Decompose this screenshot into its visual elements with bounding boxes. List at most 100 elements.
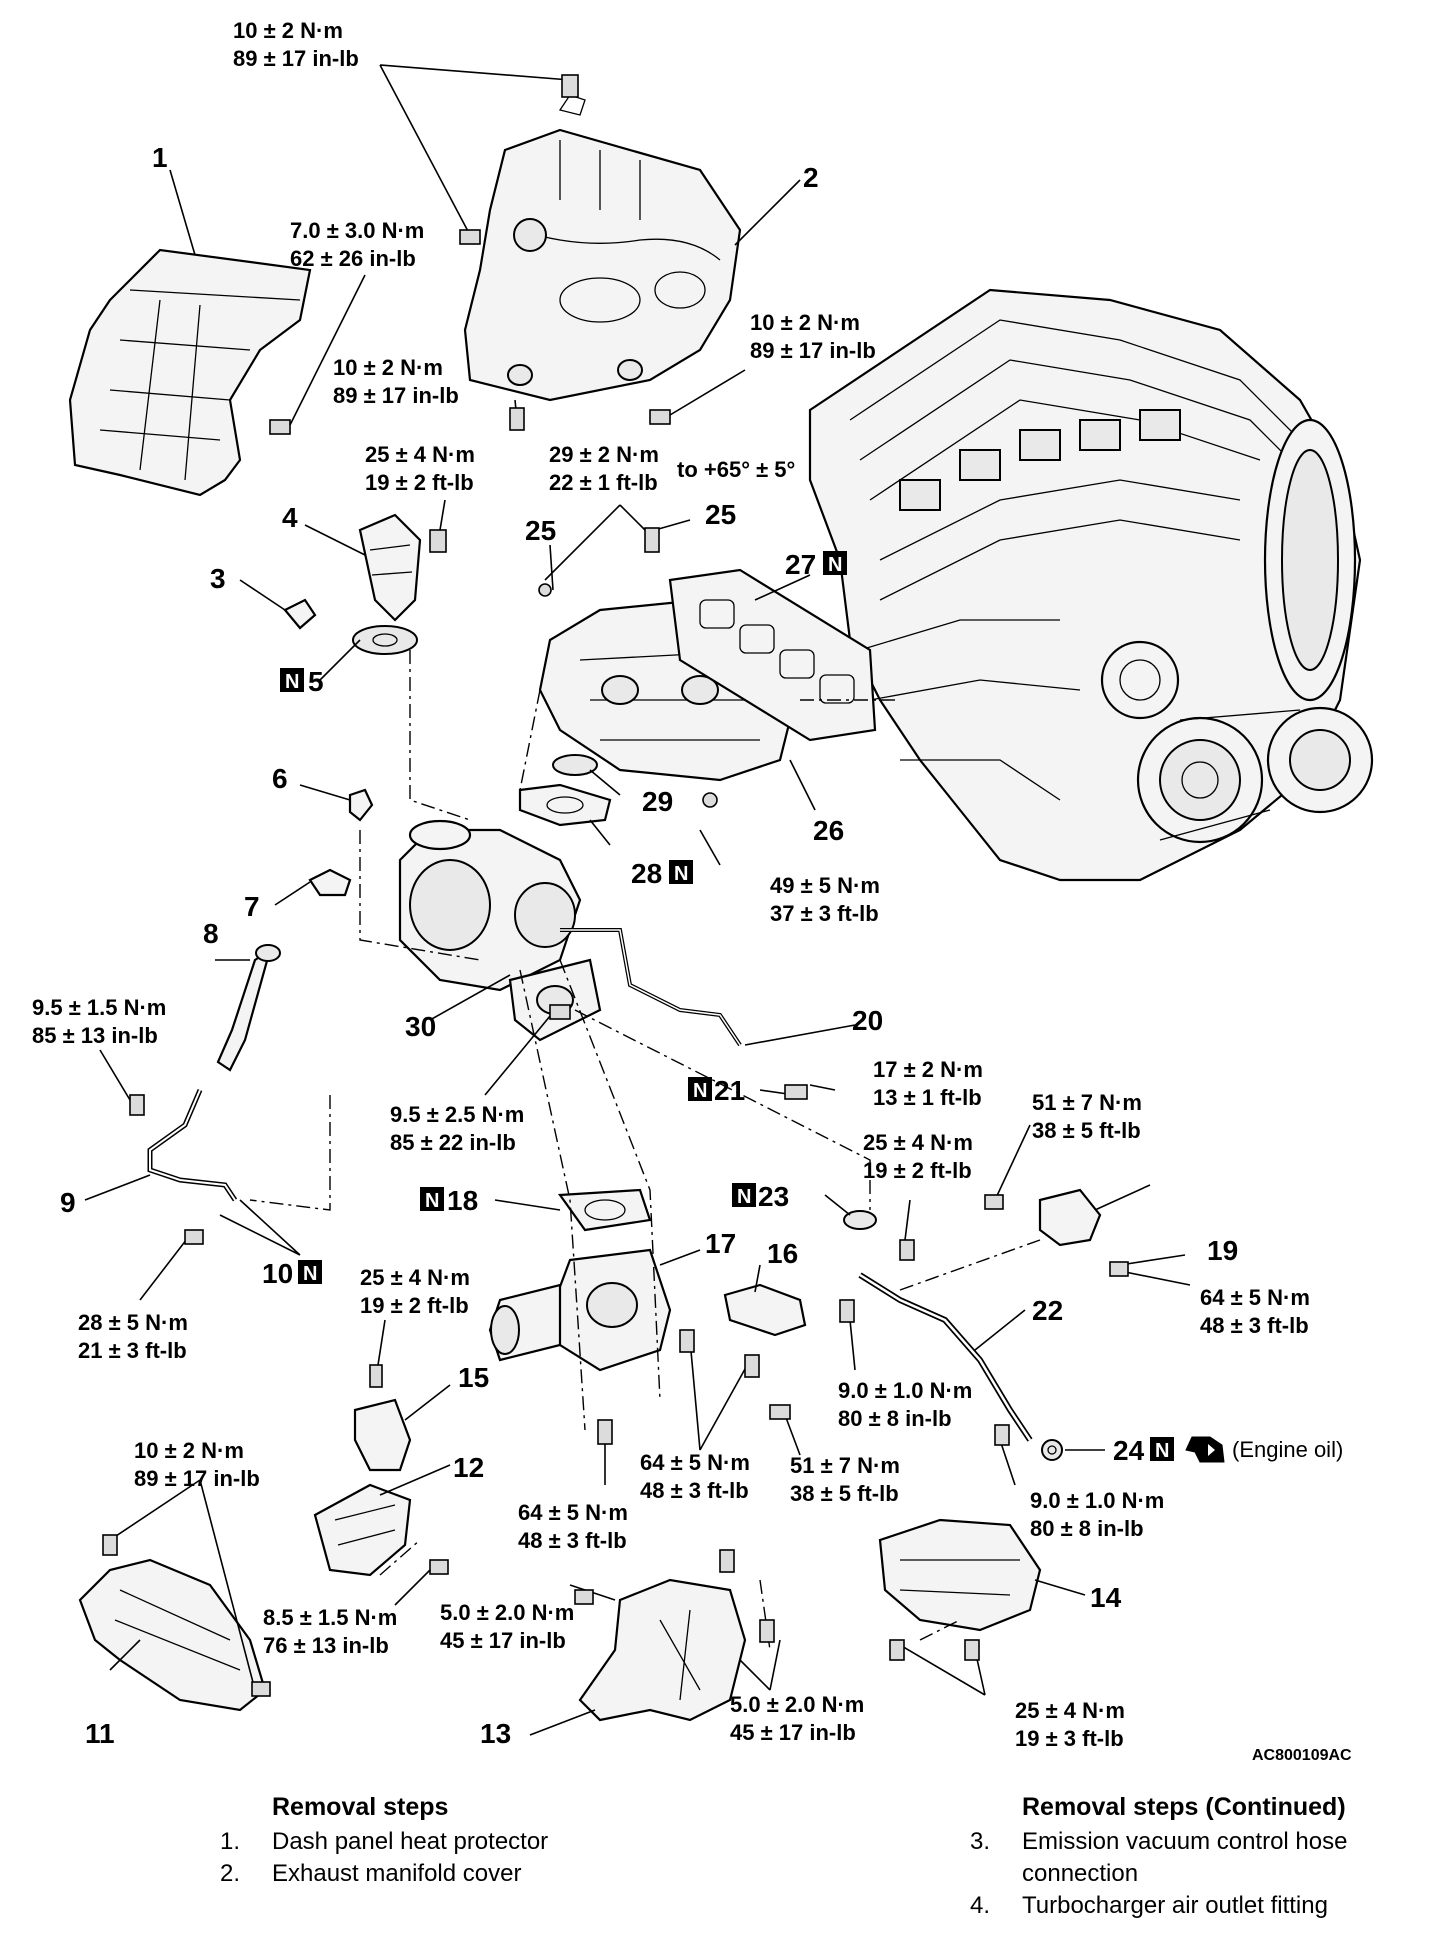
assembly-guide-lines [249,650,1041,1651]
torque-label: 76 ± 13 in-lb [263,1633,389,1658]
part-27-gasket [668,568,877,742]
new-part-marker [420,1187,444,1211]
part-23-gasket [843,1210,877,1230]
torque-label: 49 ± 5 N·m [770,873,880,898]
torque-label: 19 ± 2 ft-lb [360,1293,469,1318]
torque-label: 89 ± 17 in-lb [750,338,876,363]
torque-labels: 10 ± 2 N·m 89 ± 17 in-lb 7.0 ± 3.0 N·m 6… [32,18,1310,1751]
part-number: 17 [705,1228,736,1259]
turbocharger [398,819,602,1042]
torque-label: 10 ± 2 N·m [750,310,860,335]
part-14-heat-protector [878,1518,1042,1632]
torque-label: 85 ± 22 in-lb [390,1130,516,1155]
new-part-marker [732,1183,756,1207]
torque-label: 25 ± 4 N·m [365,442,475,467]
part-17-exhaust-fitting [488,1248,672,1372]
exploded-view-diagram: 10 ± 2 N·m 89 ± 17 in-lb 7.0 ± 3.0 N·m 6… [32,18,1374,1764]
new-part-marker-text: N [693,1080,707,1102]
part-number: 4 [282,502,298,533]
torque-label: 48 ± 3 ft-lb [1200,1313,1309,1338]
new-part-marker-text: N [674,863,688,885]
removal-steps-continued-list: 3.Emission vacuum control hose connectio… [960,1826,1430,1922]
part-number: 25 [705,499,736,530]
part-number: 25 [525,515,556,546]
part-number: 2 [803,162,819,193]
new-part-marker-text: N [828,554,842,576]
part-6-clamp [348,788,374,822]
part-number: 24 [1113,1435,1145,1466]
torque-label: 19 ± 3 ft-lb [1015,1726,1124,1751]
torque-label: 85 ± 13 in-lb [32,1023,158,1048]
new-part-marker-text: N [303,1263,317,1285]
part-number: 10 [262,1258,293,1289]
removal-steps-list: 1.Dash panel heat protector 2.Exhaust ma… [210,1826,710,1890]
torque-label: 10 ± 2 N·m [233,18,343,43]
part-number: 14 [1090,1582,1122,1613]
part-4-air-outlet-fitting [358,513,447,622]
part-number: 1 [152,142,168,173]
part-18-gasket [557,1188,652,1232]
torque-label: 8.5 ± 1.5 N·m [263,1605,397,1630]
new-part-marker [669,860,693,884]
torque-label: 38 ± 5 ft-lb [790,1481,899,1506]
removal-step: 1.Dash panel heat protector [219,1828,549,1855]
torque-label: 89 ± 17 in-lb [233,46,359,71]
torque-label: 64 ± 5 N·m [640,1450,750,1475]
removal-steps: Removal steps 1.Dash panel heat protecto… [210,1790,710,1890]
removal-steps-heading: Removal steps [272,1793,449,1821]
part-5-gasket [352,625,418,655]
torque-label: 37 ± 3 ft-lb [770,901,879,926]
part-13-heat-protector [578,1578,747,1722]
torque-label: 10 ± 2 N·m [333,355,443,380]
part-3-vacuum-hose-connection [283,598,317,630]
part-number: 8 [203,918,219,949]
part-number: 16 [767,1238,798,1269]
torque-label: 25 ± 4 N·m [863,1130,973,1155]
torque-label: 9.0 ± 1.0 N·m [1030,1488,1164,1513]
new-part-marker [823,551,847,575]
part-number: 29 [642,786,673,817]
bolts [102,74,1129,1697]
torque-label: 13 ± 1 ft-lb [873,1085,982,1110]
torque-label: 64 ± 5 N·m [518,1500,628,1525]
part-29-gasket-ring [552,754,598,776]
part-number: 12 [453,1452,484,1483]
part-28-gasket [518,783,612,827]
new-part-marker-text: N [737,1186,751,1208]
part-number: 6 [272,763,288,794]
oil-can-icon [1185,1436,1225,1463]
part-number: 13 [480,1718,511,1749]
part-15-bracket [353,1364,412,1472]
part-20-oil-feed-pipe [560,928,742,1047]
removal-steps-continued: Removal steps (Continued) 3.Emission vac… [960,1790,1430,1922]
part-7-hose-clamp [308,868,352,897]
torque-label: 19 ± 2 ft-lb [365,470,474,495]
new-part-marker-text: N [1155,1440,1169,1462]
part-number: 7 [244,891,260,922]
torque-label: 9.0 ± 1.0 N·m [838,1378,972,1403]
torque-label: 17 ± 2 N·m [873,1057,983,1082]
part-number: 21 [714,1075,745,1106]
torque-label: 48 ± 3 ft-lb [518,1528,627,1553]
torque-label: 51 ± 7 N·m [1032,1090,1142,1115]
torque-label: 10 ± 2 N·m [134,1438,244,1463]
part-number: 11 [85,1718,115,1749]
new-part-marker-text: N [425,1190,439,1212]
part-number-callouts: 1 2 3 4 N 5 6 7 8 9 10 N 11 12 13 14 15 … [60,142,1343,1749]
part-2-exhaust-manifold-cover [463,94,742,402]
leader-lines [84,64,1191,1736]
torque-label: 80 ± 8 in-lb [1030,1516,1144,1541]
torque-label: 29 ± 2 N·m [549,442,659,467]
new-part-marker [280,668,304,692]
part-22-oil-return-pipe [858,1272,1033,1442]
torque-label: 38 ± 5 ft-lb [1032,1118,1141,1143]
torque-label: 89 ± 17 in-lb [333,383,459,408]
part-number: 23 [758,1181,789,1212]
torque-label: 28 ± 5 N·m [78,1310,188,1335]
part-1-dash-panel-heat-protector [68,248,312,497]
removal-steps-continued-heading: Removal steps (Continued) [1022,1793,1346,1821]
part-12-heat-protector [313,1483,412,1577]
part-number: 26 [813,815,844,846]
torque-label: 19 ± 2 ft-lb [863,1158,972,1183]
torque-label: 51 ± 7 N·m [790,1453,900,1478]
